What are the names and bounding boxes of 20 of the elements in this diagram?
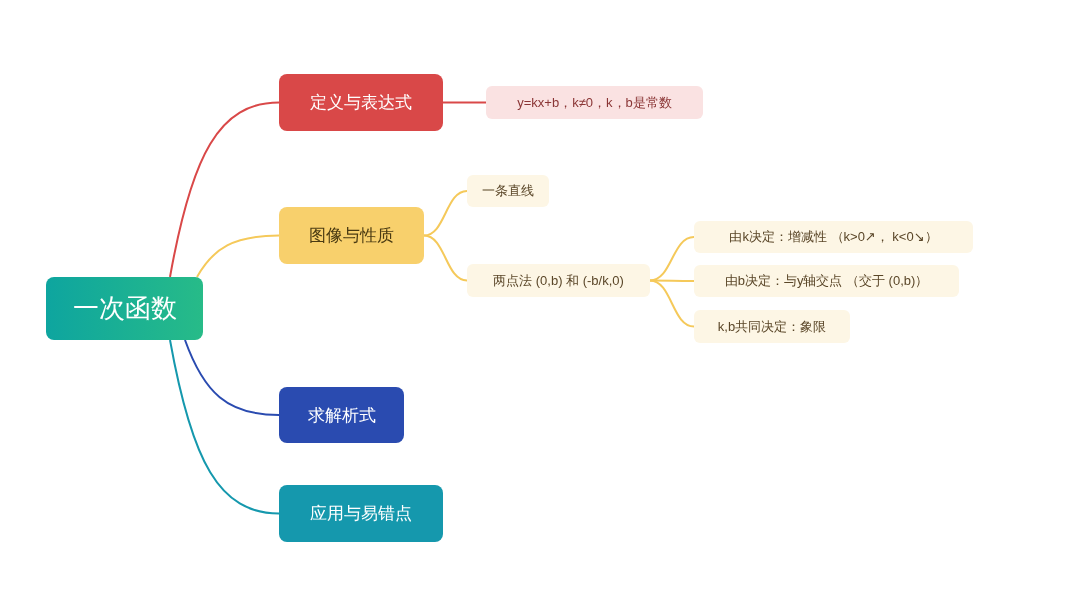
topic-box: 定义与表达式: [279, 74, 443, 131]
branch-line: [169, 101, 280, 278]
topic-box: 求解析式: [279, 387, 404, 443]
branch-line: [184, 339, 280, 416]
subtopic-box: k,b共同决定：象限: [694, 310, 850, 343]
subtopic-box: 两点法 (0,b) 和 (-b/k,0): [467, 264, 650, 297]
subtopic-box: y=kx+b，k≠0，k，b是常数: [486, 86, 703, 119]
branch-line: [442, 101, 487, 104]
branch-line: [196, 234, 280, 278]
branch-line: [423, 234, 468, 282]
subtopic-box: 一条直线: [467, 175, 549, 207]
branch-line: [423, 190, 468, 237]
branch-line: [649, 236, 695, 282]
branch-line: [649, 279, 695, 328]
topic-box: 应用与易错点: [279, 485, 443, 542]
subtopic-box: 由b决定：与y轴交点 （交于 (0,b)）: [694, 265, 959, 297]
root-topic-box: 一次函数: [46, 277, 203, 340]
branch-line: [169, 339, 280, 515]
topic-box: 图像与性质: [279, 207, 424, 264]
subtopic-box: 由k决定：增减性 （k>0↗， k<0↘）: [694, 221, 973, 253]
